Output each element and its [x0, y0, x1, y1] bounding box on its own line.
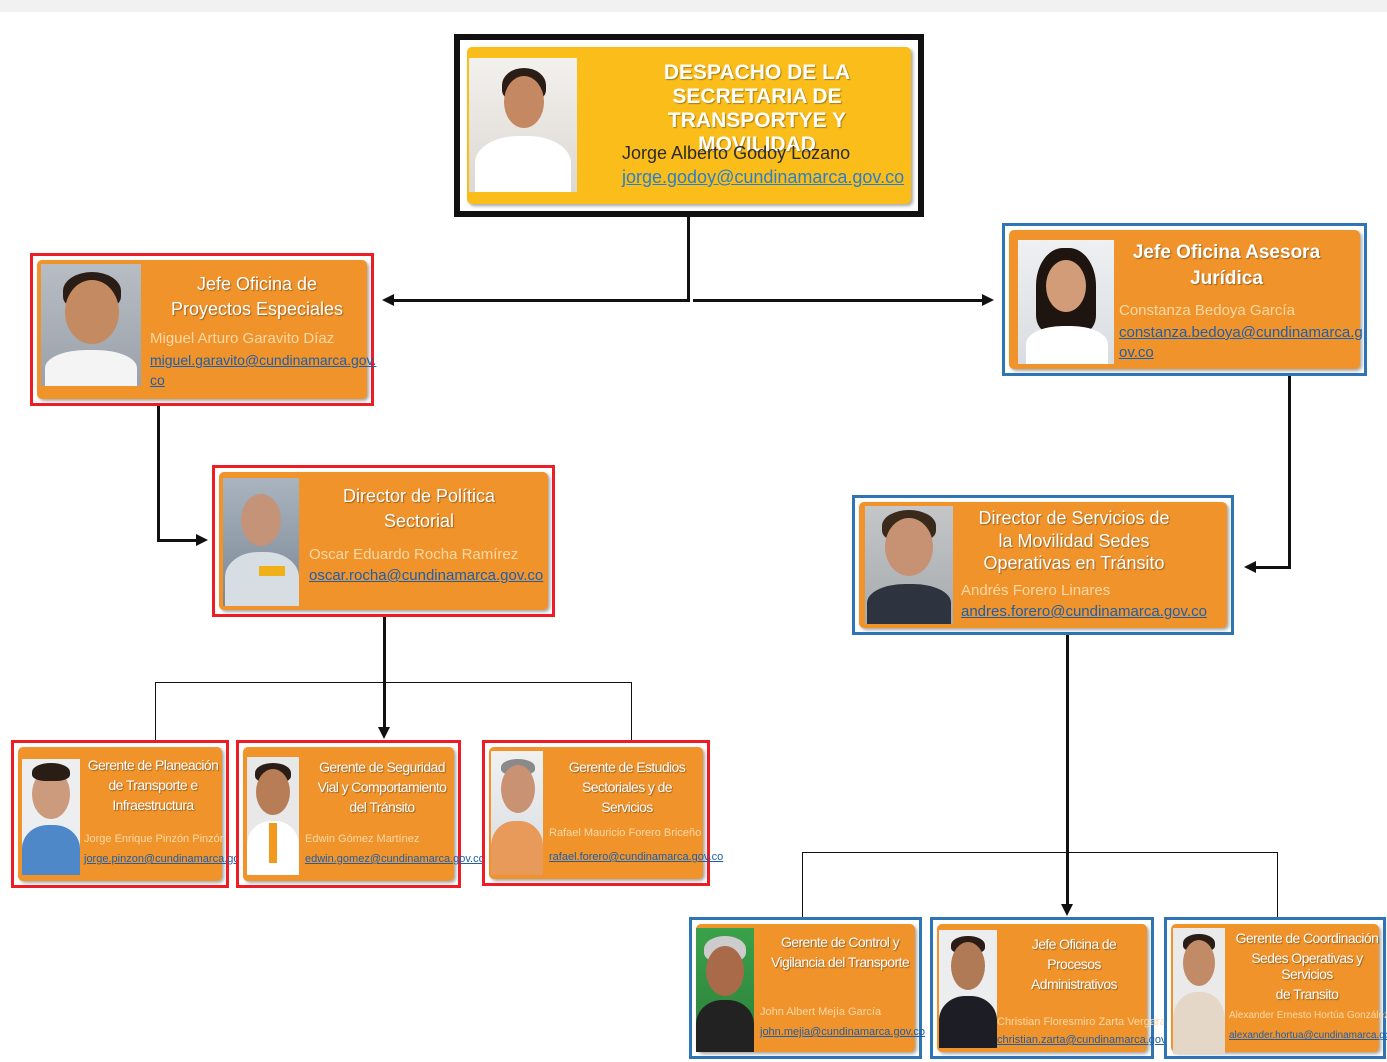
person-name: Constanza Bedoya García: [1119, 302, 1295, 319]
email-link[interactable]: miguel.garavito@cundinamarca.gov. co: [150, 350, 376, 390]
title-line: Gerente de Planeación: [87, 757, 219, 773]
title-line: Sectorial: [383, 510, 455, 531]
email-link[interactable]: andres.forero@cundinamarca.gov.co: [961, 603, 1207, 620]
email-link[interactable]: christian.zarta@cundinamarca.gov.co: [997, 1034, 1181, 1046]
title-line: Infraestructura: [112, 797, 194, 814]
photo-proyectos: [41, 264, 141, 386]
title-line: Jefe Oficina de: [196, 274, 318, 294]
title-line: Sectoriales y de: [581, 779, 673, 796]
email-line: co: [150, 372, 165, 388]
person-name: Miguel Arturo Garavito Díaz: [150, 330, 335, 347]
node-gerente-coordinacion[interactable]: Gerente de Coordinación Sedes Operativas…: [1164, 917, 1387, 1059]
node-politica-sectorial[interactable]: Director de Política Sectorial Oscar Edu…: [212, 465, 555, 617]
title-line: Jefe Oficina Asesora: [1132, 242, 1321, 263]
photo-despacho: [469, 58, 577, 192]
email-link[interactable]: rafael.forero@cundinamarca.gov.co: [549, 851, 724, 863]
node-oficina-juridica[interactable]: Jefe Oficina Asesora Jurídica Constanza …: [1002, 223, 1367, 376]
person-name: Jorge Alberto Godoy Lozano: [622, 143, 851, 163]
node-proyectos-especiales[interactable]: Jefe Oficina de Proyectos Especiales Mig…: [30, 253, 376, 406]
title-line: del Tránsito: [349, 799, 415, 816]
email-line: ov.co: [1119, 344, 1154, 361]
photo-politica: [223, 478, 299, 606]
email-line: miguel.garavito@cundinamarca.gov.: [150, 352, 377, 368]
title-line: Gerente de Seguridad: [319, 759, 445, 775]
node-gerente-estudios[interactable]: Gerente de Estudios Sectoriales y de Ser…: [482, 740, 723, 886]
person-name: Alexander Ernesto Hortúa González: [1229, 1010, 1387, 1021]
node-gerente-control[interactable]: Gerente de Control y Vigilancia del Tran…: [689, 917, 926, 1059]
title-line: Proyectos Especiales: [170, 298, 344, 319]
title-line: Director de Servicios de: [978, 508, 1170, 528]
email-link[interactable]: alexander.hortua@cundinamarca.gov.co: [1229, 1030, 1387, 1041]
title-line: Vigilancia del Transporte: [770, 954, 910, 971]
photo-planeacion: [22, 759, 80, 875]
photo-juridica: [1018, 240, 1114, 364]
photo-coordinacion: [1173, 928, 1225, 1054]
email-link[interactable]: edwin.gomez@cundinamarca.gov.co: [305, 853, 485, 865]
node-gerente-planeacion[interactable]: Gerente de Planeación de Transporte e In…: [11, 740, 259, 888]
title-line: Sedes Operativas y Servicios: [1251, 950, 1363, 983]
email-link[interactable]: jorge.pinzon@cundinamarca.gov.co: [84, 853, 259, 865]
photo-control: [696, 928, 754, 1052]
person-name: Rafael Mauricio Forero Briceño: [549, 827, 702, 839]
title-line: Jurídica: [1190, 267, 1263, 289]
person-name: Jorge Enrique Pinzón Pinzón: [84, 833, 226, 845]
title-line: Gerente de Control y: [781, 934, 900, 950]
node-gerente-seguridad[interactable]: Gerente de Seguridad Vial y Comportamien…: [236, 740, 485, 888]
person-name: John Albert Mejía García: [760, 1006, 882, 1018]
email-line: constanza.bedoya@cundinamarca.g: [1119, 324, 1363, 341]
person-name: Oscar Eduardo Rocha Ramírez: [309, 546, 519, 563]
title-line: de Transporte e: [108, 777, 198, 794]
email-link[interactable]: jorge.godoy@cundinamarca.gov.co: [622, 167, 905, 187]
email-link[interactable]: oscar.rocha@cundinamarca.gov.co: [309, 567, 544, 584]
node-despacho[interactable]: DESPACHO DE LA SECRETARIA DE TRANSPORTYE…: [454, 34, 924, 217]
person-name: Andrés Forero Linares: [961, 582, 1111, 599]
photo-estudios: [491, 751, 543, 875]
person-name: Christian Floresmiro Zarta Vergara: [997, 1016, 1166, 1028]
title-line: SECRETARIA DE: [672, 85, 842, 109]
title-line: Administrativos: [1031, 976, 1118, 993]
photo-seguridad: [247, 757, 299, 875]
title-line: Gerente de Coordinación: [1235, 930, 1379, 946]
node-oficina-procesos[interactable]: Jefe Oficina de Procesos Administrativos…: [930, 917, 1180, 1059]
title-line: Servicios: [601, 799, 653, 816]
node-servicios-movilidad[interactable]: Director de Servicios de la Movilidad Se…: [852, 495, 1234, 635]
title-line: de Transito: [1275, 986, 1339, 1003]
email-link[interactable]: constanza.bedoya@cundinamarca.g ov.co: [1119, 323, 1363, 363]
photo-servicios: [865, 506, 953, 624]
title-line: la Movilidad Sedes: [998, 530, 1150, 551]
email-link[interactable]: john.mejia@cundinamarca.gov.co: [760, 1026, 926, 1038]
title-line: Operativas en Tránsito: [983, 553, 1165, 574]
title-line: Jefe Oficina de: [1031, 936, 1117, 952]
title-line: Procesos: [1047, 956, 1101, 973]
title-line: Director de Política: [342, 486, 496, 506]
title-line: TRANSPORTYE Y MOVILIDAD: [667, 109, 847, 157]
photo-procesos: [939, 930, 997, 1048]
person-name: Edwin Gómez Martínez: [305, 833, 420, 845]
title-line: DESPACHO DE LA: [663, 61, 851, 84]
title-line: Gerente de Estudios: [568, 759, 686, 775]
top-bar: [0, 0, 1387, 12]
title-line: Vial y Comportamiento: [317, 779, 447, 796]
